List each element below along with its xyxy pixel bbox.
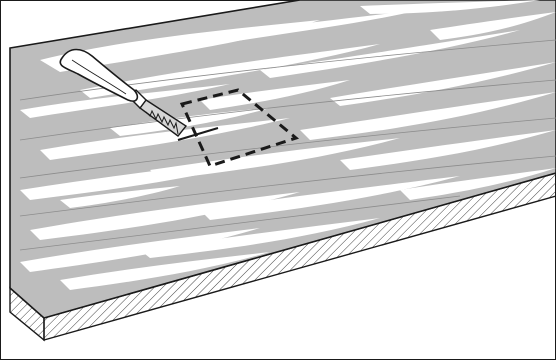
keyhole-saw-icon <box>59 48 188 137</box>
cut-outline <box>179 88 300 168</box>
wood-grain <box>20 0 556 290</box>
starter-slot <box>177 127 219 141</box>
grain-lines <box>19 39 556 251</box>
